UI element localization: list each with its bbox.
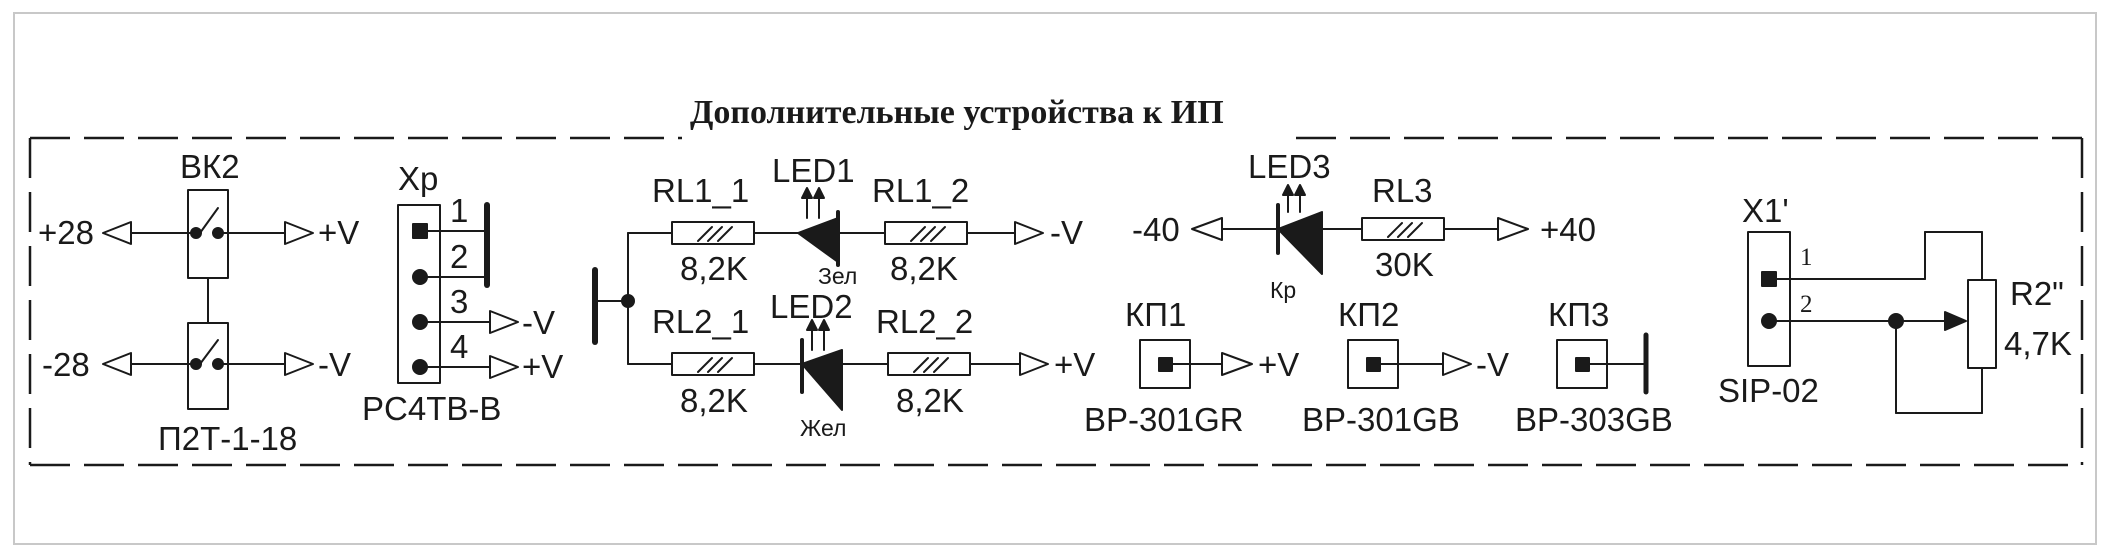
label-row2-out: +V bbox=[1054, 346, 1095, 383]
label-rl2-2: RL2_2 bbox=[876, 303, 973, 340]
label-x1-pin2: 2 bbox=[1800, 291, 1813, 318]
label-vk2: ВК2 bbox=[180, 148, 240, 185]
label-row1-out: -V bbox=[1050, 214, 1083, 251]
label-sip02: SIP-02 bbox=[1718, 372, 1819, 409]
label-plus40: +40 bbox=[1540, 211, 1596, 248]
label-rl3: RL3 bbox=[1372, 172, 1433, 209]
label-x1: X1' bbox=[1742, 192, 1789, 229]
connector-xp bbox=[397, 202, 519, 384]
label-pc4tb: PC4TB-B bbox=[362, 390, 501, 427]
button-kp3 bbox=[1556, 332, 1649, 395]
connector-x1 bbox=[1747, 231, 1791, 367]
label-bp301gb: BP-301GB bbox=[1302, 401, 1460, 438]
label-pin3: 3 bbox=[450, 283, 468, 320]
label-rl1-1-val: 8,2K bbox=[680, 250, 748, 287]
label-kp2-out: -V bbox=[1476, 346, 1509, 383]
label-pin4: 4 bbox=[450, 328, 468, 365]
label-minus28: -28 bbox=[42, 346, 90, 383]
label-xp-pin4-out: +V bbox=[522, 348, 563, 385]
label-kp1: КП1 bbox=[1125, 296, 1186, 333]
label-kp2: КП2 bbox=[1338, 296, 1399, 333]
label-bp303gb: BP-303GB bbox=[1515, 401, 1673, 438]
label-minus40: -40 bbox=[1132, 211, 1180, 248]
label-kp3: КП3 bbox=[1548, 296, 1609, 333]
potentiometer-r2 bbox=[1775, 231, 1997, 414]
label-pin1: 1 bbox=[450, 192, 468, 229]
label-bp301gr: BP-301GR bbox=[1084, 401, 1244, 438]
label-led1: LED1 bbox=[772, 152, 855, 189]
vk2-wires bbox=[102, 221, 314, 376]
branch-bus bbox=[592, 232, 673, 365]
label-rl2-1-val: 8,2K bbox=[680, 382, 748, 419]
button-kp1 bbox=[1139, 339, 1253, 389]
label-xp-pin3-out: -V bbox=[522, 304, 555, 341]
label-led3-color: Кр bbox=[1270, 277, 1296, 303]
row1 bbox=[671, 187, 1044, 267]
button-kp2 bbox=[1347, 339, 1472, 389]
label-rl1-2: RL1_2 bbox=[872, 172, 969, 209]
label-rl3-val: 30K bbox=[1375, 246, 1434, 283]
label-x1-pin1: 1 bbox=[1800, 244, 1813, 271]
label-rl1-1: RL1_1 bbox=[652, 172, 749, 209]
label-p2t-out: -V bbox=[318, 346, 351, 383]
label-led3: LED3 bbox=[1248, 148, 1331, 185]
labels: ВК2 +28 +V -28 -V П2Т-1-18 Xp 1 2 3 4 -V… bbox=[38, 148, 2072, 457]
label-r2-val: 4,7K bbox=[2004, 325, 2072, 362]
label-rl1-2-val: 8,2K bbox=[890, 250, 958, 287]
row-led3 bbox=[1191, 184, 1529, 275]
label-plus28: +28 bbox=[38, 214, 94, 251]
label-led1-color: Зел bbox=[818, 263, 857, 289]
label-led2: LED2 bbox=[770, 288, 853, 325]
label-kp1-out: +V bbox=[1258, 346, 1299, 383]
row2 bbox=[671, 319, 1049, 411]
label-r2: R2" bbox=[2010, 275, 2064, 312]
label-rl2-2-val: 8,2K bbox=[896, 382, 964, 419]
label-pin2: 2 bbox=[450, 238, 468, 275]
label-led2-color: Жел bbox=[800, 415, 846, 441]
group-border bbox=[28, 136, 2084, 467]
label-p2t: П2Т-1-18 bbox=[158, 420, 297, 457]
label-xp: Xp bbox=[398, 160, 438, 197]
label-vk2-out: +V bbox=[318, 214, 359, 251]
label-rl2-1: RL2_1 bbox=[652, 303, 749, 340]
group-title: Дополнительные устройства к ИП bbox=[690, 94, 1224, 131]
